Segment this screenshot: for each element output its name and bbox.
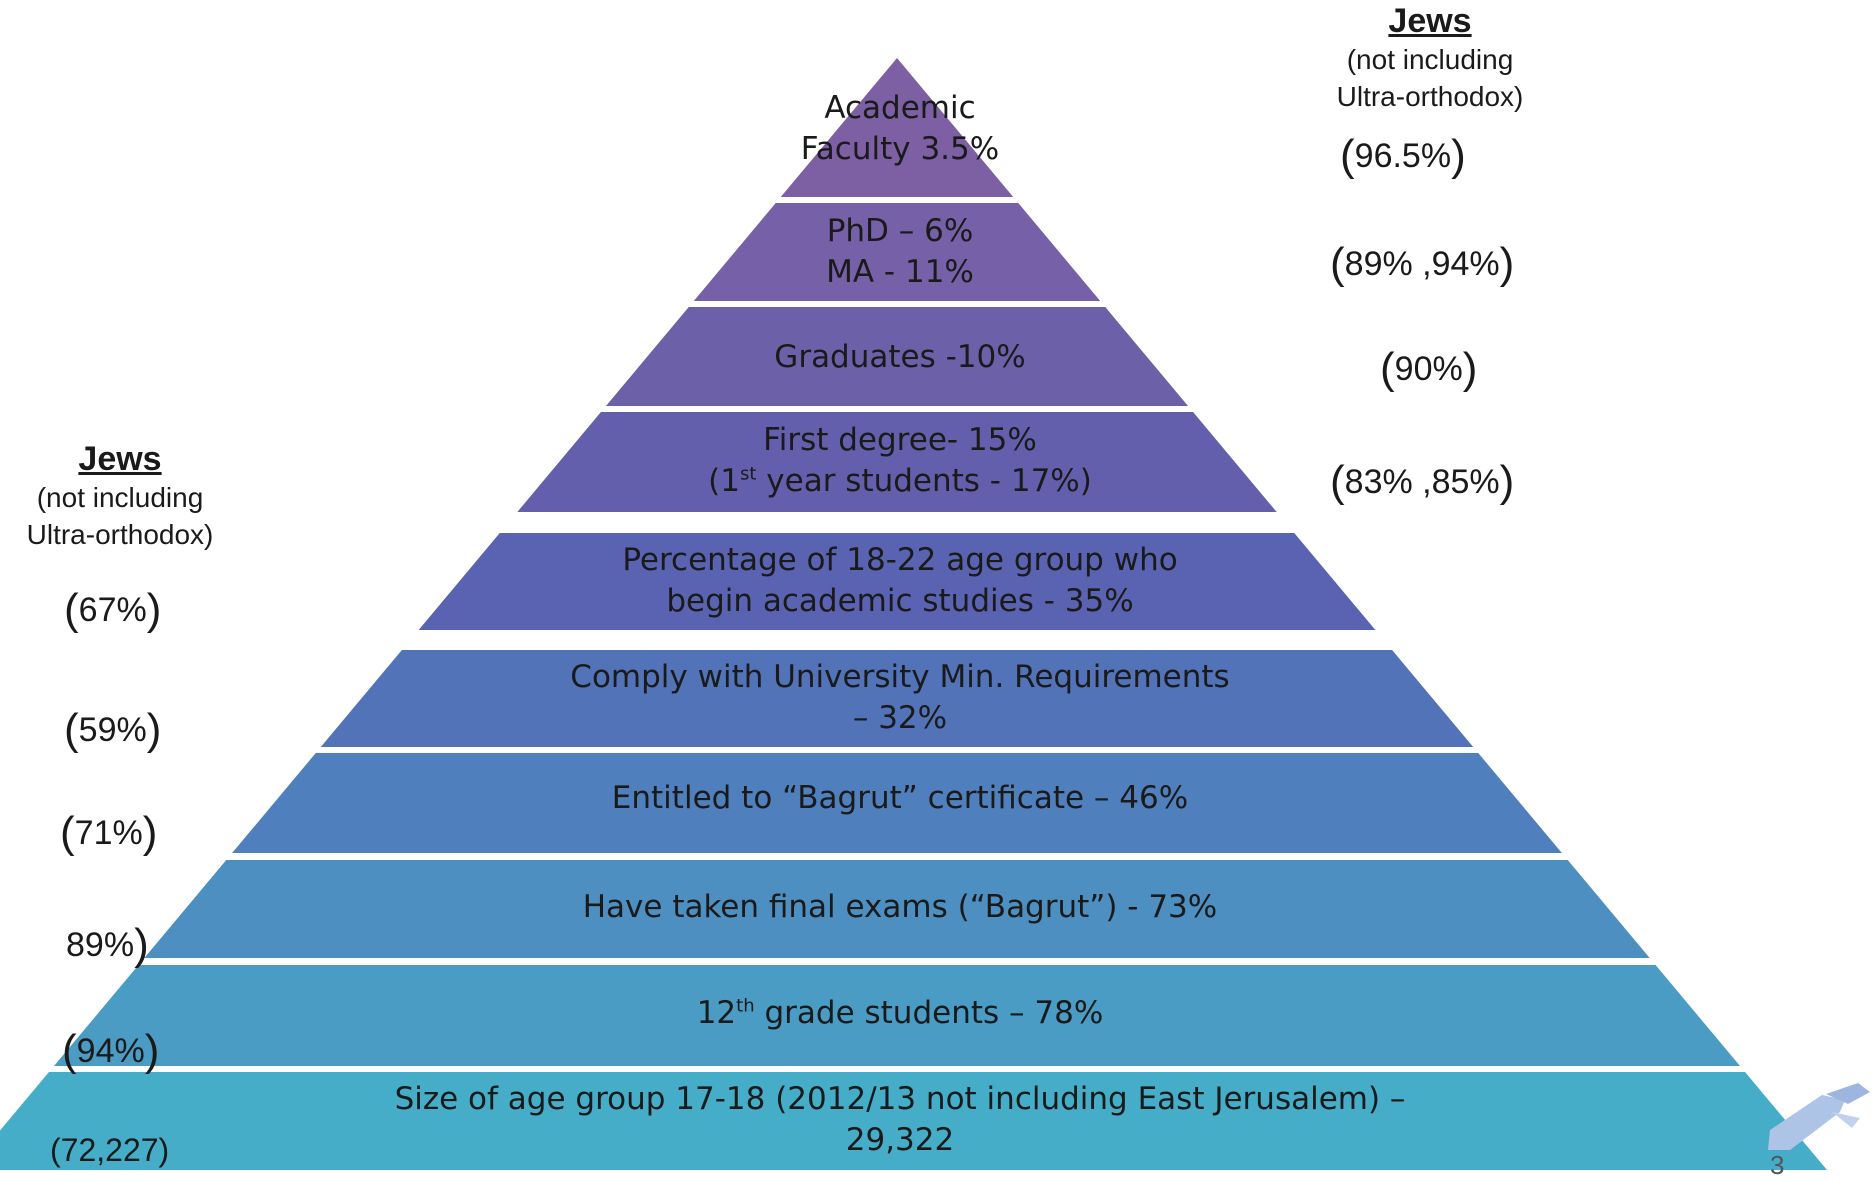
right-value-2: (89% ,94%)	[1330, 239, 1515, 288]
left-value-5: (94%)	[62, 1026, 160, 1075]
left-value-6: (72,227)	[50, 1132, 170, 1168]
tier-label-graduates: Graduates -10%	[774, 339, 1026, 375]
tier-label-12th-grade: 12th grade students – 78%	[696, 995, 1104, 1031]
pyramid-tier-5	[418, 533, 1376, 630]
tier-label-university-requirements: Comply with University Min. Requirements…	[570, 659, 1230, 736]
pyramid-tier-1	[780, 58, 1014, 197]
left-heading: Jews (not including Ultra-orthodox)	[0, 440, 240, 553]
right-value-4: (83% ,85%)	[1330, 457, 1515, 506]
left-value-4: 89%)	[66, 920, 149, 969]
slide-number: 3	[1770, 1150, 1785, 1180]
logo-decoration	[1768, 1083, 1870, 1150]
tier-label-age-group-size: Size of age group 17-18 (2012/13 not inc…	[394, 1081, 1406, 1158]
pyramid-tier-10	[0, 1072, 1827, 1170]
pyramid-tier-9	[53, 965, 1741, 1066]
right-heading: Jews (not including Ultra-orthodox)	[1305, 2, 1555, 115]
right-value-1: (96.5%)	[1340, 131, 1466, 180]
tier-label-final-exams: Have taken final exams (“Bagrut”) - 73%	[582, 889, 1218, 925]
left-value-3: (71%)	[60, 808, 158, 857]
pyramid-tier-8	[144, 860, 1650, 958]
left-value-1: (67%)	[64, 585, 162, 634]
left-value-2: (59%)	[64, 705, 162, 754]
tier-label-phd-ma: PhD – 6%MA - 11%	[826, 213, 974, 290]
tier-label-first-degree: First degree- 15% (1st year students - 1…	[708, 422, 1092, 499]
right-value-3: (90%)	[1380, 344, 1478, 393]
pyramid-tier-2	[693, 203, 1101, 301]
tier-label-bagrut-certificate: Entitled to “Bagrut” certificate – 46%	[611, 780, 1189, 816]
pyramid-tier-3	[605, 307, 1189, 406]
left-heading-title: Jews	[78, 440, 162, 478]
right-heading-title: Jews	[1388, 2, 1472, 40]
pyramid-tier-7	[232, 753, 1562, 853]
pyramid-tier-4	[517, 412, 1277, 512]
pyramid-tier-6	[320, 650, 1474, 747]
